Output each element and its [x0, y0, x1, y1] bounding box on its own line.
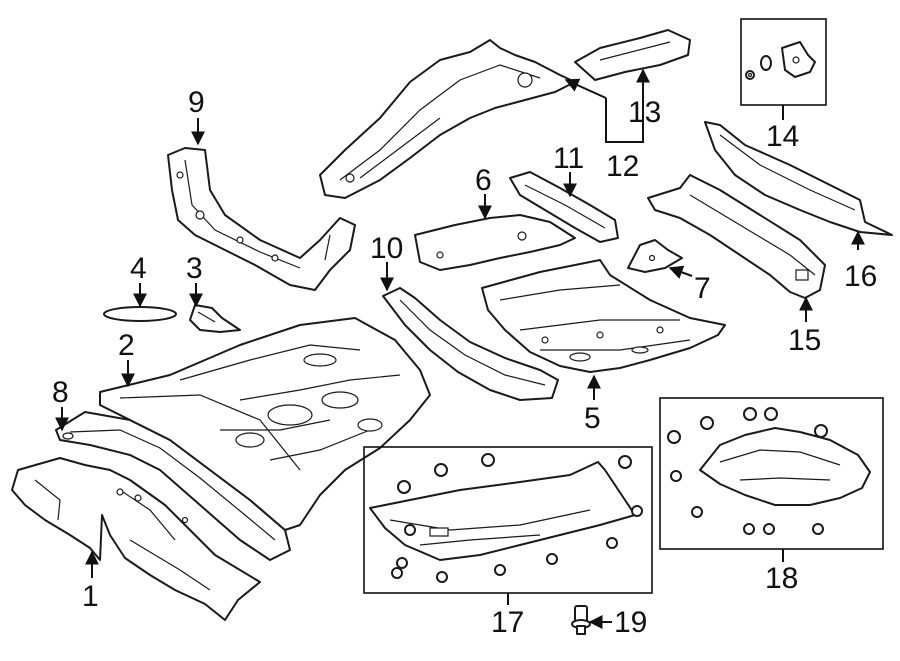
- part-7-bracket[interactable]: [627, 239, 683, 273]
- part-5-center-floor[interactable]: [481, 259, 726, 373]
- callout-15: 15: [788, 324, 821, 357]
- part-4-plug[interactable]: [103, 306, 177, 322]
- leader-lines: [55, 68, 865, 629]
- part-2-rear-floor-pan[interactable]: [99, 317, 431, 531]
- part-18-clips[interactable]: [667, 407, 828, 535]
- part-3-bracket[interactable]: [189, 304, 241, 333]
- callout-12: 12: [606, 150, 639, 183]
- part-17-undercover[interactable]: [369, 461, 636, 561]
- callout-2: 2: [118, 329, 135, 362]
- part-12-side-member[interactable]: [319, 39, 576, 199]
- part-18-box: [659, 397, 884, 550]
- callout-11: 11: [553, 142, 584, 175]
- callout-5: 5: [584, 402, 601, 435]
- callout-13: 13: [628, 96, 661, 129]
- callout-17: 17: [491, 606, 524, 639]
- callout-3: 3: [186, 252, 203, 285]
- part-19-clip[interactable]: [571, 605, 591, 635]
- callout-6: 6: [475, 164, 492, 197]
- part-18-undercover[interactable]: [699, 427, 871, 506]
- callout-8: 8: [52, 376, 69, 409]
- part-11-bracket[interactable]: [509, 171, 619, 243]
- callout-16: 16: [844, 260, 877, 293]
- callout-labels: 1 2 3 4 5 6 7 8 9 10 11 12 13 14 15 16 1…: [52, 86, 877, 639]
- callout-9: 9: [188, 86, 205, 119]
- callout-4: 4: [130, 252, 147, 285]
- part-15-rear-rail[interactable]: [647, 174, 826, 299]
- callout-1: 1: [82, 580, 99, 613]
- part-10-crossmember[interactable]: [382, 287, 559, 401]
- part-16-upper-panel[interactable]: [704, 121, 893, 236]
- part-14-fasteners[interactable]: [745, 41, 816, 80]
- part-13-reinforcement[interactable]: [574, 29, 691, 81]
- part-1-wheelhouse[interactable]: [11, 457, 261, 621]
- callout-14: 14: [766, 120, 799, 153]
- part-6-cross-panel[interactable]: [414, 214, 576, 271]
- callout-7: 7: [694, 272, 711, 305]
- callout-18: 18: [765, 562, 798, 595]
- callout-10: 10: [370, 232, 403, 265]
- part-17-clips[interactable]: [391, 453, 643, 583]
- part-9-crossmember[interactable]: [167, 147, 356, 291]
- callout-19: 19: [614, 606, 647, 639]
